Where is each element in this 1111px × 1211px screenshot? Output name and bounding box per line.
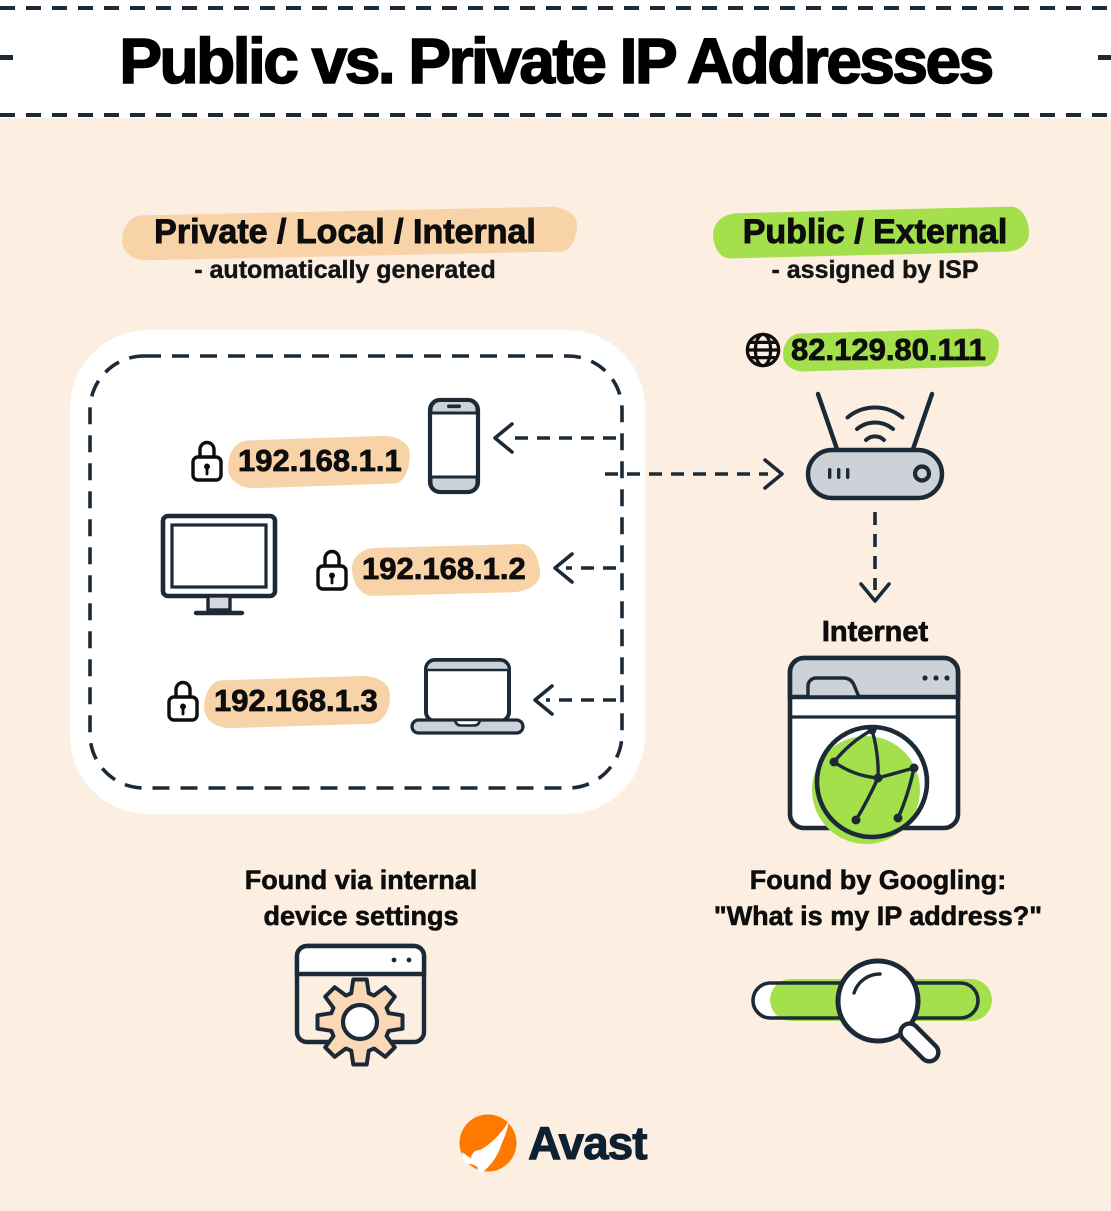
private-found-line1: Found via internal: [244, 865, 478, 896]
page-title: Public vs. Private IP Addresses: [119, 24, 995, 98]
public-found-line1: Found by Googling:: [749, 865, 1007, 896]
dashed-divider-bottom: [0, 113, 1111, 117]
laptop-icon: [410, 658, 525, 735]
lock-icon: [316, 549, 348, 591]
device-ip-1: 192.168.1.1: [238, 443, 403, 479]
public-subheading: - assigned by ISP: [771, 256, 979, 284]
device-settings-icon: [294, 943, 427, 1067]
public-heading: Public / External: [742, 213, 1008, 252]
dashed-divider-top: [0, 6, 1111, 10]
router-icon: [805, 391, 945, 501]
lock-icon: [167, 680, 199, 722]
smartphone-icon: [427, 397, 481, 495]
globe-icon: [745, 332, 781, 368]
public-ip-value: 82.129.80.111: [791, 332, 987, 368]
monitor-icon: [160, 513, 278, 616]
device-ip-2: 192.168.1.2: [362, 551, 527, 587]
lock-icon: [191, 440, 223, 482]
search-bar-icon: [751, 958, 992, 1064]
edge-dash-right: [1098, 55, 1111, 60]
public-found-line2: "What is my IP address?": [713, 901, 1043, 932]
edge-dash-left: [0, 55, 13, 60]
private-heading: Private / Local / Internal: [154, 213, 537, 252]
internet-browser-icon: [787, 655, 961, 844]
private-found-caption: Found via internal device settings: [244, 862, 478, 934]
public-found-caption: Found by Googling: "What is my IP addres…: [713, 862, 1043, 934]
avast-logo: [459, 1114, 517, 1172]
private-found-line2: device settings: [263, 901, 459, 932]
internet-label: Internet: [821, 616, 929, 649]
private-subheading: - automatically generated: [194, 256, 496, 284]
private-network-dashed-border: [88, 354, 624, 790]
device-ip-3: 192.168.1.3: [214, 683, 379, 719]
brand-wordmark: Avast: [528, 1117, 649, 1170]
title-band: Public vs. Private IP Addresses: [0, 0, 1111, 118]
magnifier-icon: [835, 958, 941, 1064]
